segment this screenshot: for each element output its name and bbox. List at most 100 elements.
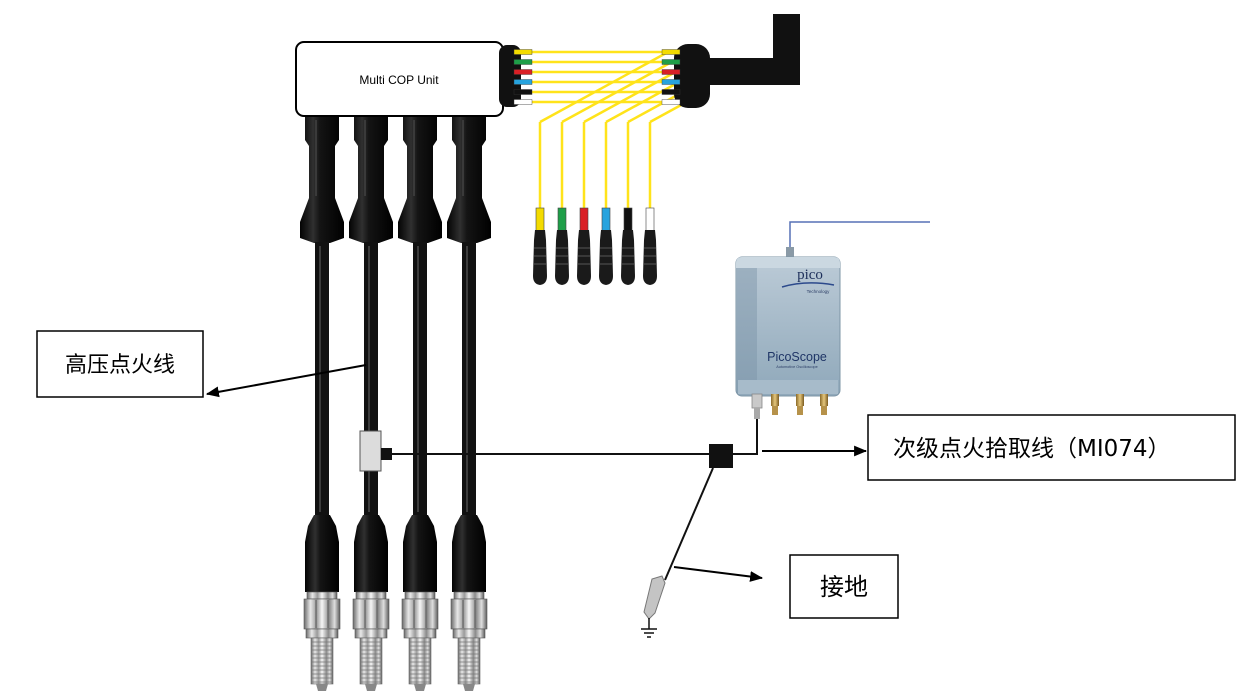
spark-plug-2 xyxy=(352,591,390,691)
bnc-channel-a-tip xyxy=(772,406,778,415)
ground-label-box xyxy=(789,554,899,619)
probe-connector xyxy=(621,230,635,285)
plug-electrode xyxy=(414,684,426,691)
pickup-to-scope-wire xyxy=(733,418,758,455)
plug-flange xyxy=(452,628,486,639)
bnc-channel-b xyxy=(796,394,804,406)
plug-electrode xyxy=(365,684,377,691)
ht-cable xyxy=(315,242,329,518)
callout-secondary-pickup: 次级点火拾取线（MI074） xyxy=(762,414,1236,481)
scope-side-panel xyxy=(737,268,757,394)
cop-unit-label: Multi COP Unit xyxy=(359,73,439,87)
plug-thread xyxy=(310,637,334,685)
ground-wire xyxy=(664,467,714,581)
multi-cop-unit: Multi COP Unit xyxy=(295,41,504,117)
bnc-channel-b-tip xyxy=(797,406,803,415)
wire-junction xyxy=(709,444,733,468)
pickup-clip-plug xyxy=(381,448,392,460)
pickup-label-box xyxy=(867,414,1236,481)
cop-connector-pin xyxy=(513,89,533,95)
probe-lead-3 xyxy=(530,70,677,285)
main-harness-cable xyxy=(706,14,800,85)
ground-clip xyxy=(643,575,666,620)
probe-wire-diagonal xyxy=(583,70,677,124)
plug-boot xyxy=(452,515,486,592)
cop-connector-pin xyxy=(513,49,533,55)
arrow-icon xyxy=(205,364,367,398)
probe-connector xyxy=(533,230,547,285)
plug-boot xyxy=(305,515,339,592)
callout-ht-lead: 高压点火线 xyxy=(36,330,367,398)
pickup-plug xyxy=(751,393,763,409)
probe-lead-4 xyxy=(530,80,680,285)
arrow-icon xyxy=(673,566,764,582)
plug-hex xyxy=(401,598,439,630)
probe-connector xyxy=(643,230,657,285)
probe-tip xyxy=(645,207,655,232)
ht-cable xyxy=(462,242,476,518)
plug-collar xyxy=(355,591,387,600)
plug-thread xyxy=(408,637,432,685)
plug-flange xyxy=(305,628,339,639)
pickup-label: 次级点火拾取线（MI074） xyxy=(893,436,1171,462)
ht-lead-label: 高压点火线 xyxy=(65,353,175,378)
harness-connector-pin xyxy=(661,89,681,95)
scope-input-connectors xyxy=(751,393,828,419)
ht-leads xyxy=(300,116,491,691)
spark-plug-3 xyxy=(401,591,439,691)
cop-connector-pin xyxy=(513,99,533,105)
connector-pins xyxy=(513,49,681,105)
probe-tip xyxy=(535,207,545,232)
pickup-plug-tail xyxy=(754,408,760,419)
ht-cable xyxy=(364,242,378,518)
ht-lead-2 xyxy=(349,116,393,691)
plug-flange xyxy=(403,628,437,639)
cop-connector-pin xyxy=(513,59,533,65)
probe-connector xyxy=(599,230,613,285)
plug-thread xyxy=(457,637,481,685)
cop-connector-pin xyxy=(513,69,533,75)
pickup-clip-body xyxy=(359,430,382,472)
plug-flange xyxy=(354,628,388,639)
plug-collar xyxy=(404,591,436,600)
spark-plug-4 xyxy=(450,591,488,691)
ht-lead-3 xyxy=(398,116,442,691)
scope-brand-sub: Technology xyxy=(807,289,831,294)
coil-boot xyxy=(398,116,442,243)
probe-connector xyxy=(555,230,569,285)
secondary-pickup-clip xyxy=(359,430,392,472)
probe-tip xyxy=(601,207,611,232)
probe-wire-diagonal xyxy=(539,50,669,124)
scope-model-sub: Automotive Oscilloscope xyxy=(776,365,818,369)
probe-lead-5 xyxy=(530,90,684,285)
plug-hex xyxy=(450,598,488,630)
plug-electrode xyxy=(463,684,475,691)
probe-wire-diagonal xyxy=(627,90,684,124)
plug-hex xyxy=(303,598,341,630)
scope-brand: pico xyxy=(797,267,823,283)
picoscope-device: pico Technology PicoScope Automotive Osc… xyxy=(735,221,930,419)
ht-lead-4 xyxy=(447,116,491,691)
usb-plug xyxy=(786,247,794,258)
bnc-channel-c-tip xyxy=(821,406,827,415)
probe-tip xyxy=(623,207,633,232)
cop-connector-pin xyxy=(513,79,533,85)
ht-lead-label-box xyxy=(36,330,204,398)
ht-lead-1 xyxy=(300,116,344,691)
plug-collar xyxy=(453,591,485,600)
harness-connector-pin xyxy=(661,49,681,55)
ground-label: 接地 xyxy=(820,573,868,601)
plug-boot xyxy=(403,515,437,592)
coil-boot xyxy=(349,116,393,243)
probe-lead-1 xyxy=(530,50,669,285)
plug-collar xyxy=(306,591,338,600)
scope-front-strip xyxy=(738,380,838,394)
probe-tip xyxy=(579,207,589,232)
harness-connector-pin xyxy=(661,79,681,85)
coil-boot xyxy=(447,116,491,243)
plug-boot xyxy=(354,515,388,592)
callout-ground: 接地 xyxy=(673,554,899,619)
scope-top-face xyxy=(736,257,840,268)
harness-connector-pin xyxy=(661,69,681,75)
